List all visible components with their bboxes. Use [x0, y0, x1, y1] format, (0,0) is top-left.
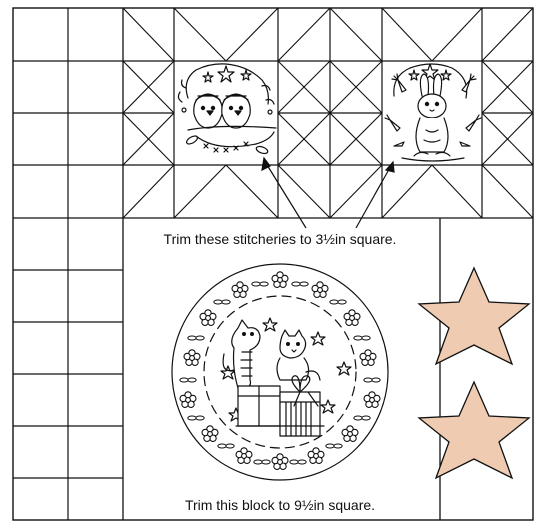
cat-wreath-stitchery-icon — [172, 264, 388, 480]
left-grid-top — [13, 8, 123, 218]
left-grid-bottom — [13, 218, 123, 520]
bunny-stitchery-icon — [385, 64, 481, 161]
star-blocks-grid — [123, 8, 533, 218]
star-applique-bottom — [419, 382, 529, 478]
trim-stitcheries-note: Trim these stitcheries to 3½in square. — [130, 231, 430, 247]
birds-stitchery-icon — [178, 64, 276, 155]
star-applique-top — [419, 268, 529, 364]
trim-block-note: Trim this block to 9½in square. — [160, 497, 400, 513]
